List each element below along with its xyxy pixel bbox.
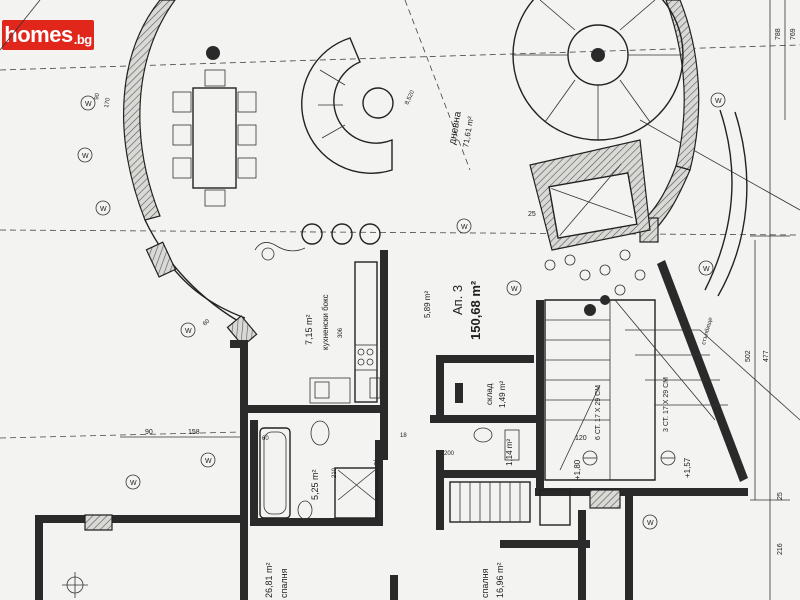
interior-walls xyxy=(35,139,748,600)
spiral-stair xyxy=(512,0,684,141)
dim-200: 200 xyxy=(444,451,455,457)
closet xyxy=(449,481,571,526)
kitchen-name: кухненски бокс xyxy=(321,294,330,350)
dim-25b: 25 xyxy=(528,211,536,218)
storage-name: склад xyxy=(485,383,494,405)
stair-label-2: 3 СТ. 17 Х 29 СМ xyxy=(663,377,670,432)
logo-name: homes xyxy=(4,22,73,47)
window-tag-9: W xyxy=(461,224,468,231)
level-a: +1,80 xyxy=(573,459,582,480)
dimension-lines xyxy=(120,0,790,600)
dim-216: 216 xyxy=(777,543,784,555)
window-tags xyxy=(77,92,726,530)
level-b: +1,57 xyxy=(683,457,692,478)
logo-tld: .bg xyxy=(73,31,93,47)
dim-25a: 25 xyxy=(777,492,784,500)
kitchen-size: 306 xyxy=(338,327,344,338)
main-stair xyxy=(544,249,728,481)
lamp-icon xyxy=(62,572,88,598)
dim-8520: 8,520 xyxy=(404,89,416,106)
window-tag-4: W xyxy=(185,328,192,335)
hall-area: 5,89 m² xyxy=(423,291,432,318)
bath-size: 210 xyxy=(332,467,338,478)
planters xyxy=(254,223,381,261)
dim-158: 158 xyxy=(188,429,200,436)
apartment-area: 150,68 m² xyxy=(468,280,483,340)
window-tag-10: W xyxy=(511,286,518,293)
win-dim-b: 170 xyxy=(104,97,112,109)
bath-area: 5,25 m² xyxy=(310,469,320,500)
wc-area: 1,14 m² xyxy=(505,439,514,466)
bed2-area: 16,96 m² xyxy=(495,562,505,598)
win-dim-c: 60 xyxy=(202,318,211,327)
dim-90: 90 xyxy=(145,429,153,436)
apartment-label: Ап. 3 xyxy=(450,285,465,315)
dim-788: 788 xyxy=(775,28,782,40)
dim-477: 477 xyxy=(763,350,770,362)
construction-lines xyxy=(0,0,800,439)
dim-502: 502 xyxy=(745,350,752,362)
kitchen-fixtures xyxy=(309,261,381,404)
window-tag-5: W xyxy=(130,480,137,487)
bathroom-fixtures xyxy=(259,420,520,520)
dim-60: 60 xyxy=(262,436,269,442)
dim-70: 70 xyxy=(373,461,380,467)
window-tag-1: W xyxy=(85,101,92,108)
round-sofa xyxy=(301,37,394,174)
bed2-name: спалня xyxy=(480,568,490,598)
window-tag-6: W xyxy=(205,458,212,465)
bed1-area: 26,81 m² xyxy=(264,562,274,598)
window-tag-11: W xyxy=(703,266,710,273)
dim-769: 769 xyxy=(790,28,797,40)
dim-18: 18 xyxy=(400,433,407,439)
storage-area: 1,49 m² xyxy=(498,381,507,408)
dining-table xyxy=(172,46,257,207)
win-dim-a: 90 xyxy=(94,92,101,100)
living-room-area: 71,61 m² xyxy=(461,115,475,148)
homes-bg-logo: homes.bg xyxy=(2,20,94,50)
bed1-name: спалня xyxy=(279,568,289,598)
level-markers xyxy=(582,450,676,466)
window-tag-3: W xyxy=(100,206,107,213)
window-tag-2: W xyxy=(82,153,89,160)
stair-label-1: 6 СТ. 17 Х 29 СМ xyxy=(595,385,602,440)
kitchen-area: 7,15 m² xyxy=(304,314,314,345)
window-tag-7: W xyxy=(715,98,722,105)
dim-120: 120 xyxy=(575,435,587,442)
window-tag-8: W xyxy=(647,520,654,527)
